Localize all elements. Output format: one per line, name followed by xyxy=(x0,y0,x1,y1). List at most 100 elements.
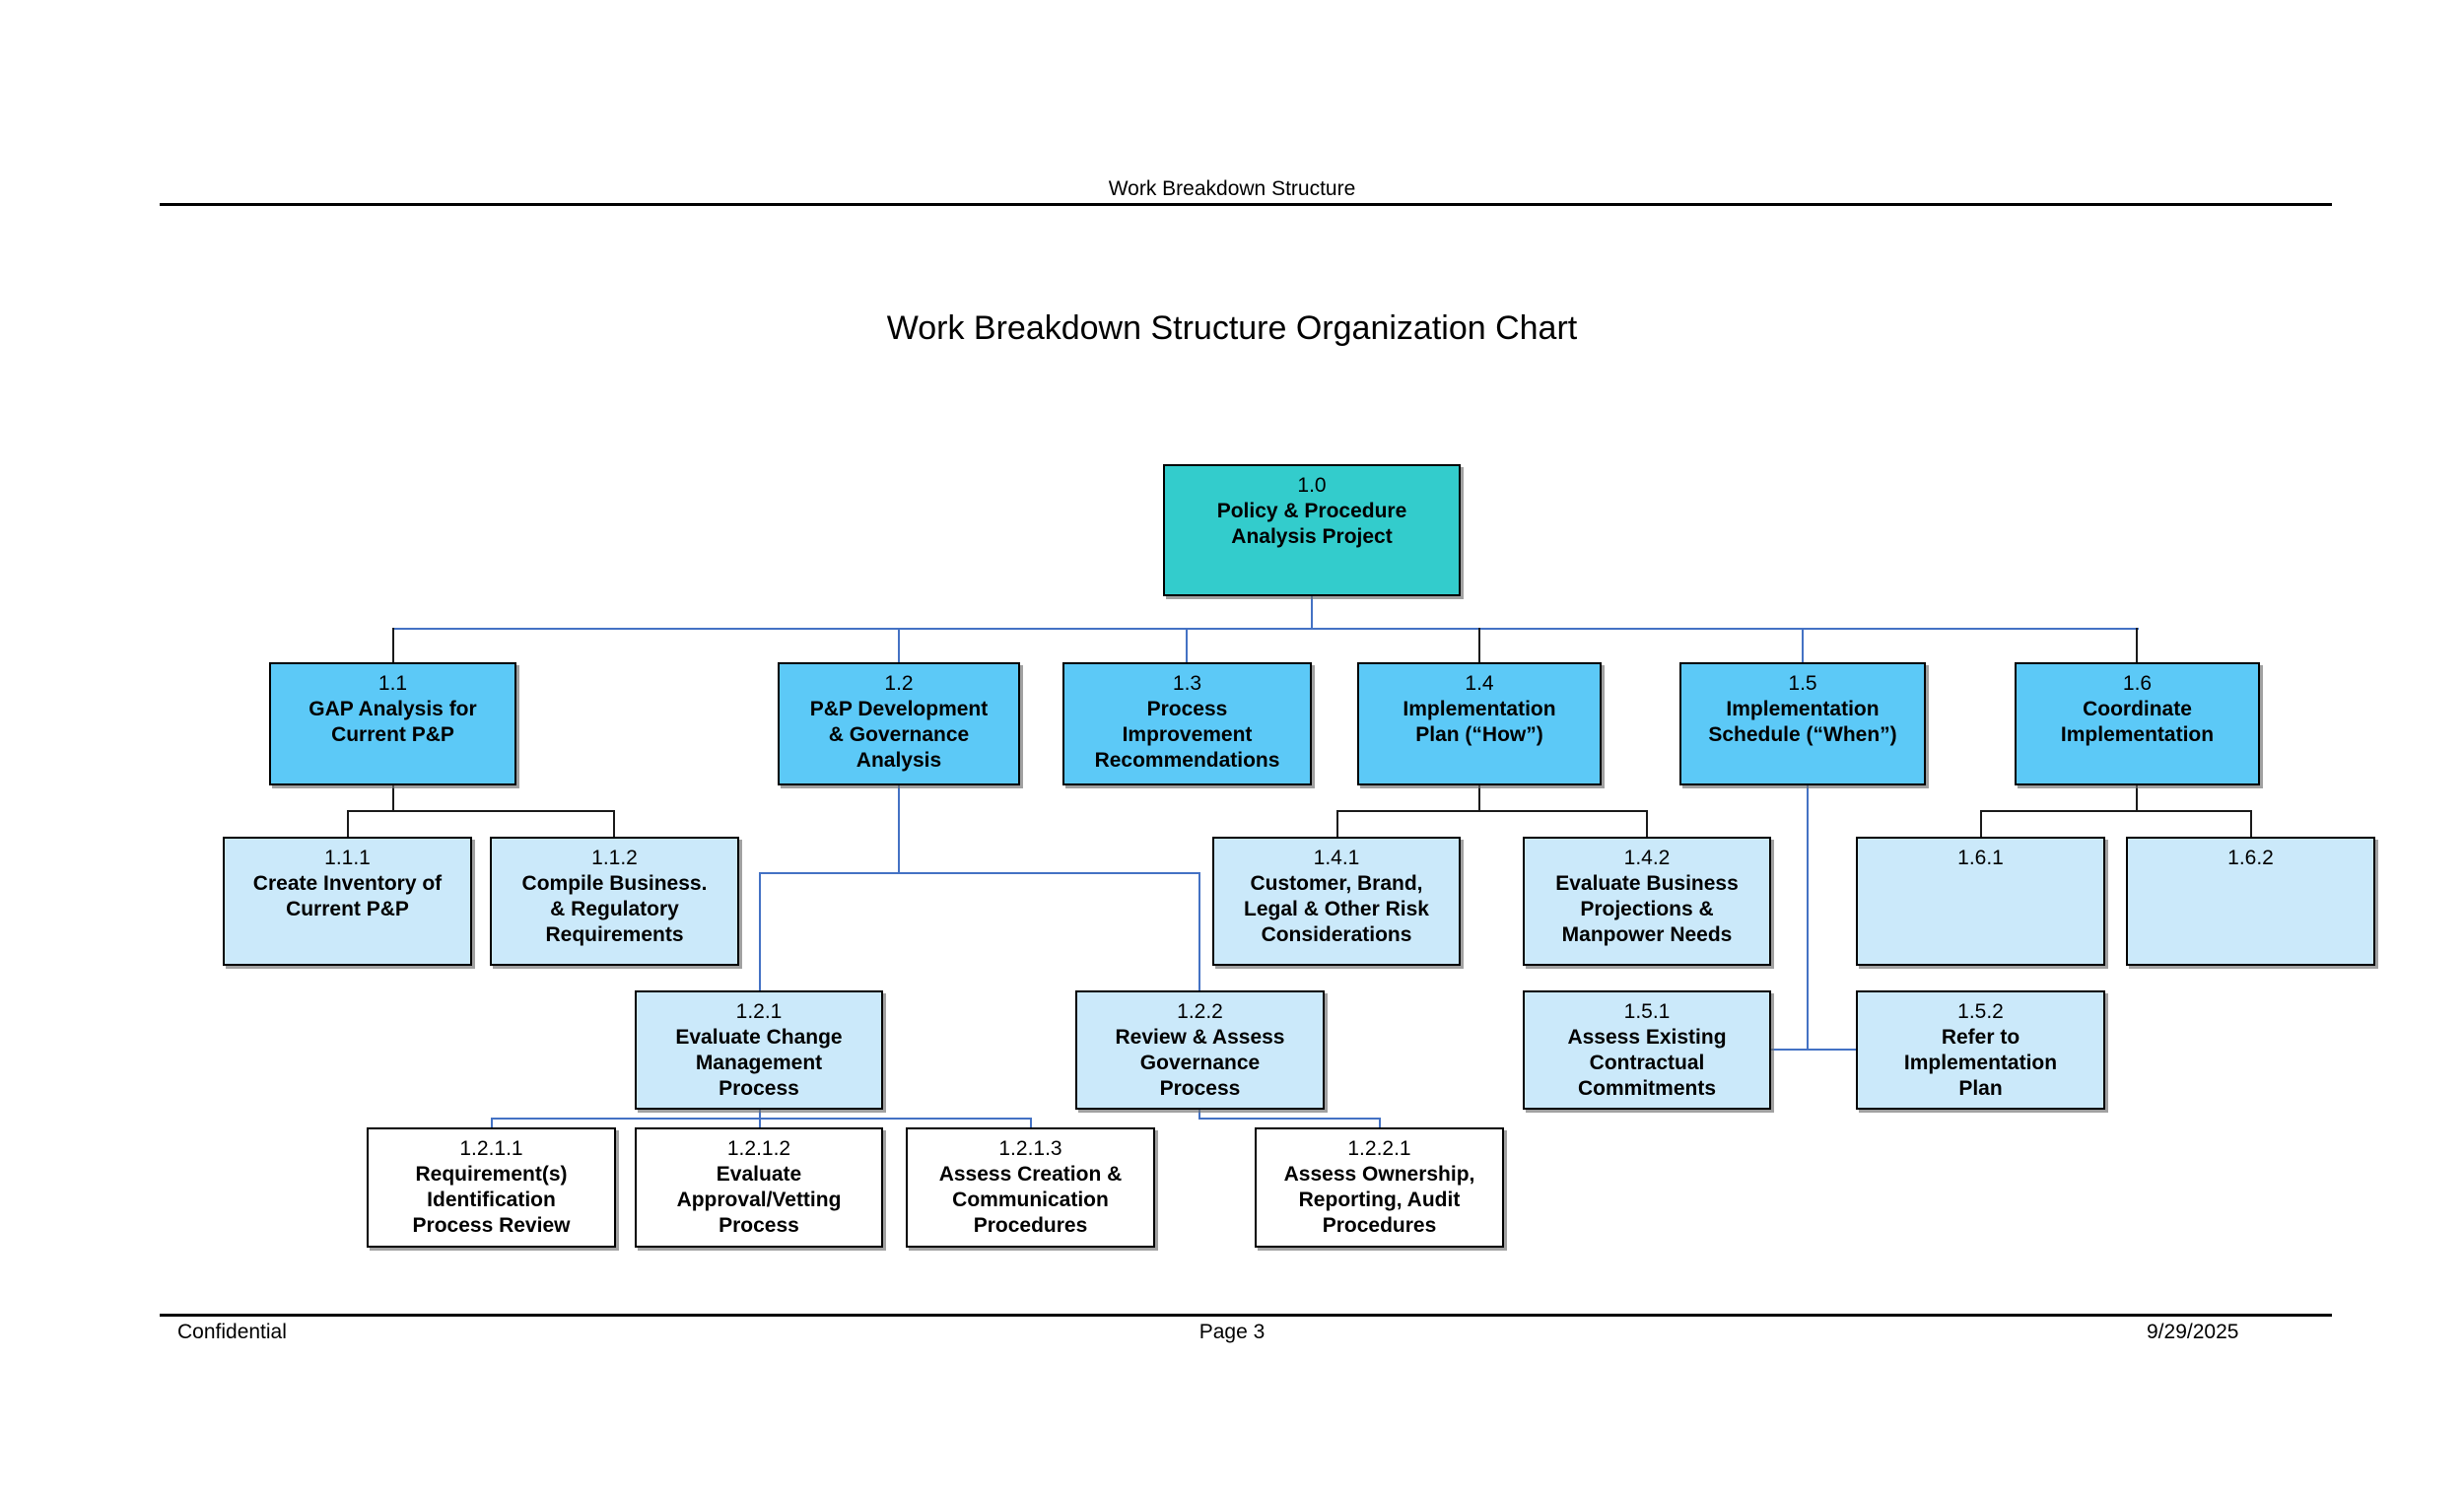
node-title-line: & Governance xyxy=(828,723,970,746)
node-title-line: Evaluate Business xyxy=(1555,872,1739,895)
node-title-line: Contractual xyxy=(1589,1052,1705,1074)
connector-line xyxy=(898,785,900,874)
footer-rule xyxy=(160,1314,2332,1317)
node-number: 1.1 xyxy=(377,672,408,695)
connector-line xyxy=(1802,628,1804,664)
connector-line xyxy=(1646,810,1648,839)
node-title-line: Procedures xyxy=(1322,1214,1437,1237)
node-title-line: P&P Development xyxy=(809,698,989,720)
node-number: 1.4.1 xyxy=(1313,847,1360,869)
node-number: 1.3 xyxy=(1172,672,1202,695)
node-1-6-2: 1.6.2 xyxy=(2126,837,2375,966)
node-title-line: Process Review xyxy=(412,1214,571,1237)
page-header-title: Work Breakdown Structure xyxy=(1108,177,1356,200)
connector-line xyxy=(1336,810,1338,839)
connector-line xyxy=(2250,810,2252,839)
node-title-line: GAP Analysis for xyxy=(308,698,477,720)
node-title-line: Implementation xyxy=(2060,723,2215,746)
node-title-line: Compile Business. xyxy=(521,872,708,895)
connector-line xyxy=(2136,628,2138,664)
node-title-line: Current P&P xyxy=(286,898,409,920)
node-number: 1.5 xyxy=(1788,672,1817,695)
node-title-line: Improvement xyxy=(1122,723,1253,746)
node-title-line: Reporting, Audit xyxy=(1298,1189,1461,1211)
node-title-line: Plan xyxy=(1958,1077,2003,1100)
node-title-line: & Regulatory xyxy=(550,898,679,920)
node-title-line: Customer, Brand, xyxy=(1250,872,1423,895)
connector-line xyxy=(1311,596,1313,630)
confidential-label: Confidential xyxy=(177,1321,287,1343)
node-number: 1.4 xyxy=(1465,672,1494,695)
node-title-line: Projections & xyxy=(1580,898,1714,920)
node-1-6-1: 1.6.1 xyxy=(1856,837,2105,966)
connector-line xyxy=(392,785,394,812)
node-title-line: Governance xyxy=(1139,1052,1261,1074)
node-title-line: Plan (“How”) xyxy=(1415,723,1543,746)
connector-line xyxy=(759,872,1200,874)
connector-line xyxy=(2136,785,2138,812)
node-number: 1.6 xyxy=(2122,672,2153,695)
connector-line xyxy=(1807,785,1809,1051)
node-title-line: Evaluate Change xyxy=(675,1026,843,1049)
connector-line xyxy=(1198,1110,1200,1120)
node-title-line: Process xyxy=(719,1214,799,1237)
node-number: 1.1.1 xyxy=(324,847,371,869)
node-title-line: Implementation xyxy=(1726,698,1880,720)
node-number: 1.2.1 xyxy=(735,1000,783,1023)
connector-line xyxy=(1478,785,1480,812)
node-title-line: Recommendations xyxy=(1094,749,1280,772)
header-rule xyxy=(160,203,2332,206)
node-title-line: Coordinate xyxy=(2083,698,2192,720)
node-title-line: Approval/Vetting xyxy=(676,1189,842,1211)
node-number: 1.2.1.3 xyxy=(998,1137,1062,1160)
connector-line xyxy=(1198,1118,1381,1120)
connector-line xyxy=(759,1118,761,1129)
connector-line xyxy=(347,810,349,839)
node-title-line: Requirements xyxy=(545,923,684,946)
node-number: 1.2.2 xyxy=(1177,1000,1223,1023)
node-title-line: Considerations xyxy=(1261,923,1412,946)
node-title-line: Current P&P xyxy=(331,723,454,746)
node-title-line: Process xyxy=(719,1077,799,1100)
node-number: 1.2.2.1 xyxy=(1347,1137,1411,1160)
connector-line xyxy=(1980,810,2252,812)
connector-line xyxy=(759,872,761,992)
node-number: 1.4.2 xyxy=(1623,847,1671,869)
connector-line xyxy=(898,628,900,664)
connector-line xyxy=(1198,872,1200,992)
chart-title: Work Breakdown Structure Organization Ch… xyxy=(886,309,1578,347)
connector-line xyxy=(1186,628,1188,664)
node-title-line: Policy & Procedure xyxy=(1216,500,1407,522)
node-title-line: Refer to xyxy=(1941,1026,2020,1049)
connector-line xyxy=(759,1110,761,1120)
node-number: 1.6.2 xyxy=(2227,847,2274,869)
connector-line xyxy=(392,628,2139,630)
connector-line xyxy=(1379,1118,1381,1129)
node-title-line: Management xyxy=(695,1052,823,1074)
node-title-line: Implementation xyxy=(1403,698,1556,720)
node-number: 1.6.1 xyxy=(1957,847,2004,869)
node-title-line: Requirement(s) xyxy=(415,1163,568,1186)
connector-line xyxy=(613,810,615,839)
node-number: 1.2.1.1 xyxy=(459,1137,523,1160)
node-title-line: Assess Creation & xyxy=(938,1163,1123,1186)
node-title-line: Process xyxy=(1146,698,1228,720)
node-number: 1.5.2 xyxy=(1957,1000,2004,1023)
node-title-line: Manpower Needs xyxy=(1561,923,1733,946)
node-title-line: Evaluate xyxy=(716,1163,802,1186)
